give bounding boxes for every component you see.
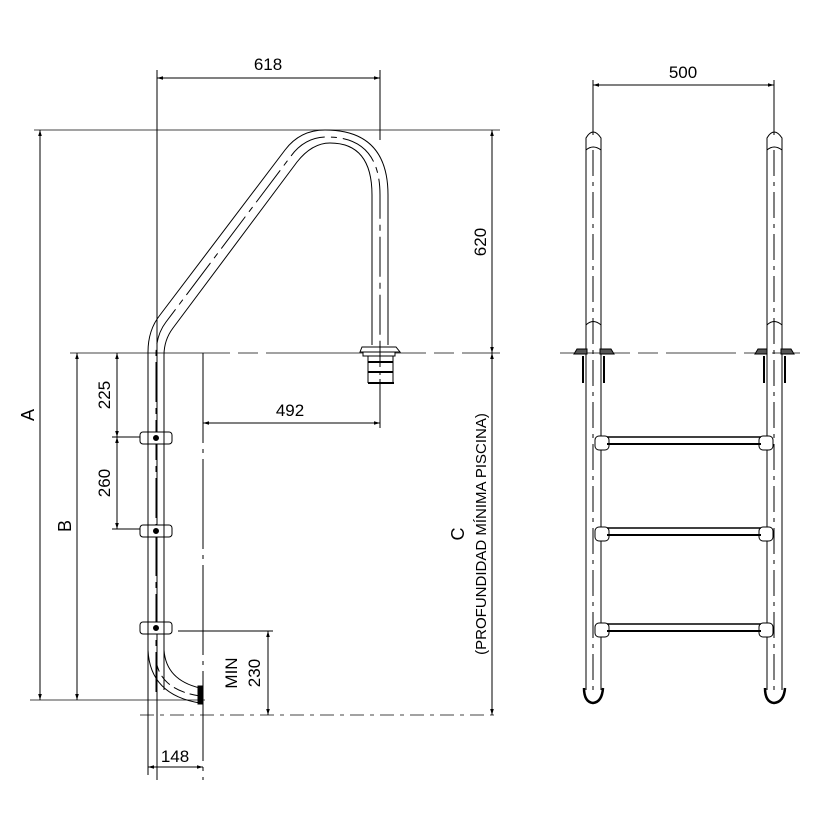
dim-500-label: 500 [669, 63, 697, 82]
step-brackets [139, 431, 173, 640]
dim-618-label: 618 [254, 55, 282, 74]
dim-260-label: 260 [95, 469, 114, 497]
side-view [30, 70, 500, 780]
label-b: B [55, 520, 75, 532]
step-2 [594, 526, 774, 542]
dim-230-label: 230 [245, 659, 264, 687]
dim-620-label: 620 [471, 228, 490, 256]
anchor-sleeves [582, 356, 786, 383]
dim-min-label: MIN [222, 657, 241, 688]
anchor-socket [359, 345, 402, 420]
dim-492-label: 492 [276, 401, 304, 420]
step-1 [594, 435, 774, 451]
label-pool-depth-note: (PROFUNDIDAD MÍNIMA PISCINA) [473, 413, 490, 655]
handrail-tube [147, 129, 389, 705]
label-a: A [18, 409, 38, 421]
label-c: C [448, 528, 468, 541]
left-rail [582, 131, 605, 705]
dim-225-label: 225 [95, 381, 114, 409]
right-rail [763, 131, 787, 705]
dim-148-label: 148 [161, 747, 189, 766]
front-view [560, 80, 800, 705]
step-3 [594, 622, 774, 638]
flanges [573, 348, 795, 355]
